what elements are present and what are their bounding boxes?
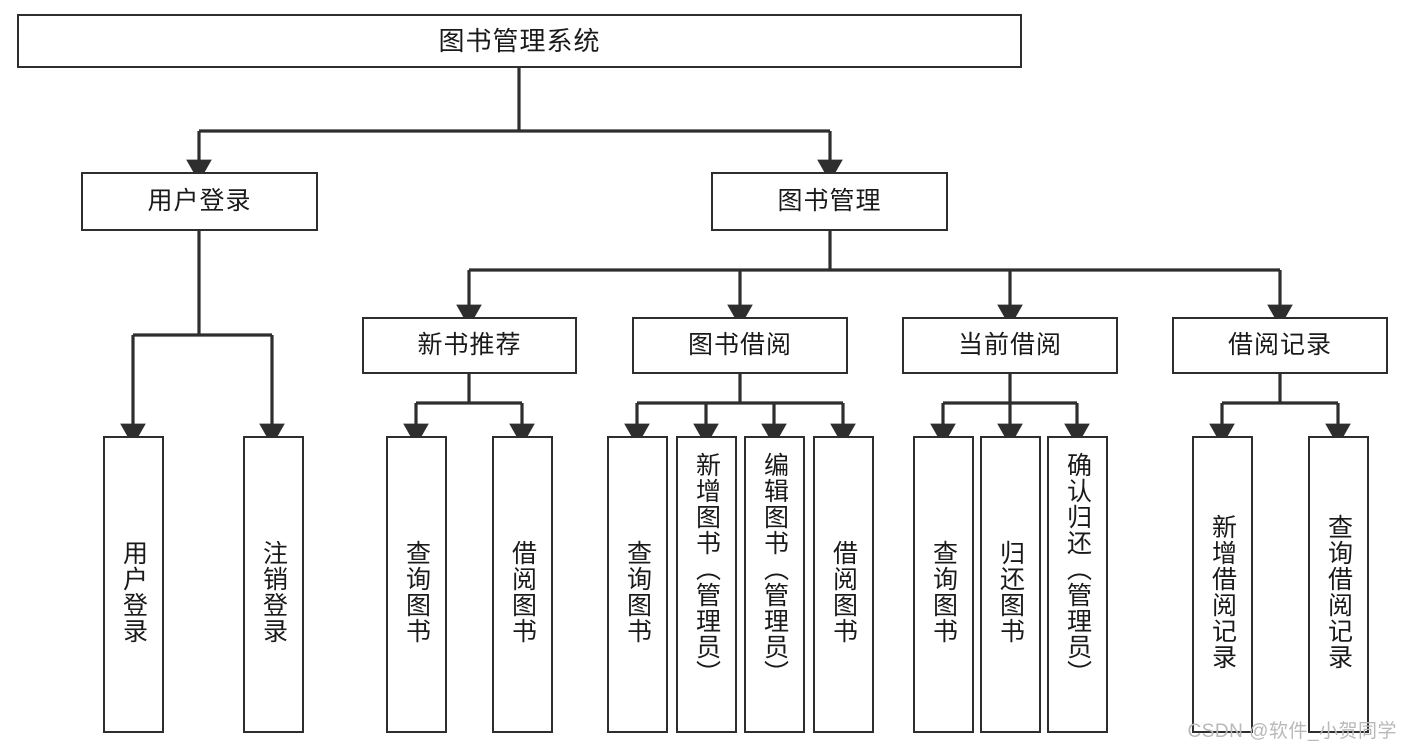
node-label: 当前借阅	[957, 330, 1062, 359]
leaf-current-borrow-confirm-return-admin[interactable]: 确认归还（管理员）	[1047, 436, 1108, 733]
leaf-current-borrow-return[interactable]: 归还图书	[980, 436, 1041, 733]
leaf-label: 借阅图书	[508, 539, 537, 644]
leaf-current-borrow-query[interactable]: 查询图书	[913, 436, 974, 733]
leaf-book-borrow-edit-admin[interactable]: 编辑图书（管理员）	[744, 436, 805, 733]
node-label: 图书借阅	[687, 330, 792, 359]
node-root-book-management-system[interactable]: 图书管理系统	[17, 14, 1022, 68]
node-new-book-recommend[interactable]: 新书推荐	[362, 317, 577, 374]
leaf-label: 新增借阅记录	[1208, 513, 1237, 670]
node-label: 新书推荐	[417, 330, 522, 359]
node-borrow-record[interactable]: 借阅记录	[1172, 317, 1388, 374]
leaf-label: 确认归还（管理员）	[1063, 452, 1092, 686]
leaf-label: 归还图书	[996, 539, 1025, 644]
leaf-book-borrow-query[interactable]: 查询图书	[607, 436, 668, 733]
leaf-label: 查询图书	[929, 539, 958, 644]
leaf-book-borrow-borrow[interactable]: 借阅图书	[813, 436, 874, 733]
leaf-label: 查询图书	[402, 539, 431, 644]
leaf-borrow-record-query[interactable]: 查询借阅记录	[1308, 436, 1369, 733]
node-label: 图书管理	[777, 186, 882, 215]
leaf-label: 编辑图书（管理员）	[760, 452, 789, 686]
leaf-new-book-query[interactable]: 查询图书	[386, 436, 447, 733]
leaf-user-login-signin[interactable]: 用户登录	[103, 436, 164, 733]
leaf-new-book-borrow[interactable]: 借阅图书	[492, 436, 553, 733]
leaf-label: 借阅图书	[829, 539, 858, 644]
leaf-label: 查询借阅记录	[1324, 513, 1353, 670]
node-label: 图书管理系统	[438, 25, 601, 56]
node-label: 用户登录	[147, 186, 252, 215]
node-book-management[interactable]: 图书管理	[711, 172, 948, 231]
leaf-user-login-signout[interactable]: 注销登录	[243, 436, 304, 733]
watermark-text: CSDN @软件_小贺同学	[1187, 721, 1397, 742]
leaf-label: 用户登录	[119, 539, 148, 644]
leaf-borrow-record-add[interactable]: 新增借阅记录	[1192, 436, 1253, 733]
node-user-login[interactable]: 用户登录	[81, 172, 318, 231]
leaf-label: 注销登录	[259, 539, 288, 644]
node-book-borrow[interactable]: 图书借阅	[632, 317, 848, 374]
node-label: 借阅记录	[1227, 330, 1332, 359]
leaf-label: 新增图书（管理员）	[692, 452, 721, 686]
node-current-borrow[interactable]: 当前借阅	[902, 317, 1118, 374]
leaf-label: 查询图书	[623, 539, 652, 644]
leaf-book-borrow-add-admin[interactable]: 新增图书（管理员）	[676, 436, 737, 733]
